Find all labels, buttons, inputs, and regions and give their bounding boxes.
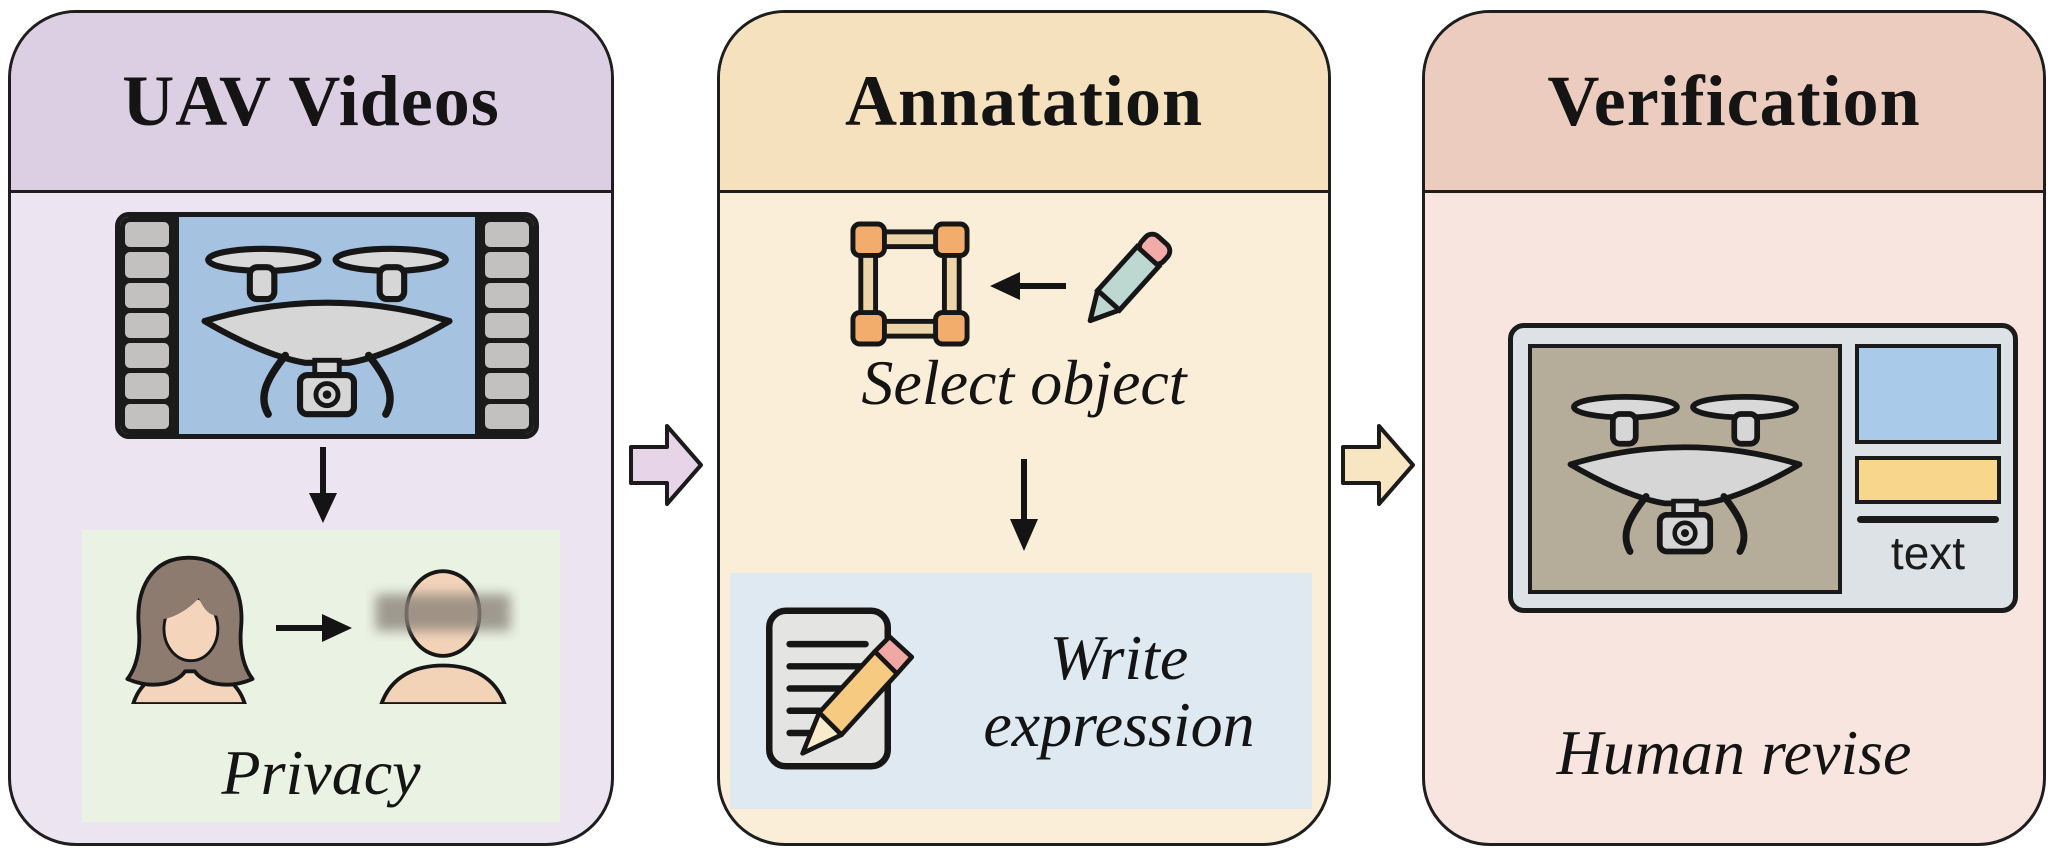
bounding-box-icon [850,221,970,347]
panel-verification-header: Verification [1425,13,2043,193]
ui-yellow-box [1855,456,2001,504]
write-expression-line1: Write [1049,621,1189,693]
human-revise-caption: Human revise [1556,717,1912,788]
ui-image-frame [1528,344,1842,594]
annotation-ui-card: text [1508,323,2018,613]
privacy-box: Privacy [82,530,560,822]
film-sprockets-right [480,217,534,434]
anonymized-face-icon [375,569,511,704]
film-sprockets-left [120,217,174,434]
flow-arrow-1-icon [629,424,703,506]
ui-divider-line [1857,516,1999,523]
panel-uav-header: UAV Videos [11,13,611,193]
face-blur-bar [375,594,511,631]
panel-uav-videos: UAV Videos [8,10,614,846]
write-expression-box: Write expression [730,573,1312,809]
select-left-arrow-icon [990,272,1066,300]
write-expression-line2: expression [983,689,1255,760]
drone-icon [1559,377,1811,561]
panel-annotation: Annatation Select object [717,10,1331,846]
panel-uav-title: UAV Videos [122,61,500,141]
ui-blue-box [1855,344,2001,444]
pencil-icon [1087,231,1173,324]
film-screen [174,217,480,434]
ui-text-label: text [1890,527,1966,579]
panel-verification-title: Verification [1547,61,1921,141]
film-strip-icon [115,212,539,439]
down-arrow-icon [309,447,337,523]
panel-annotation-title: Annatation [844,61,1204,141]
woman-face-icon [125,555,255,704]
panel-verification: Verification text Human revise [1422,10,2046,846]
document-pencil-icon [766,607,915,770]
down-arrow-icon [1010,459,1038,551]
select-object-caption: Select object [861,347,1187,418]
panel-annotation-header: Annatation [720,13,1328,193]
drone-icon [192,228,462,424]
anonymize-arrow-icon [276,614,352,642]
privacy-caption: Privacy [221,736,421,808]
flow-arrow-2-icon [1341,424,1415,506]
write-expression-caption: Write expression [930,621,1308,760]
